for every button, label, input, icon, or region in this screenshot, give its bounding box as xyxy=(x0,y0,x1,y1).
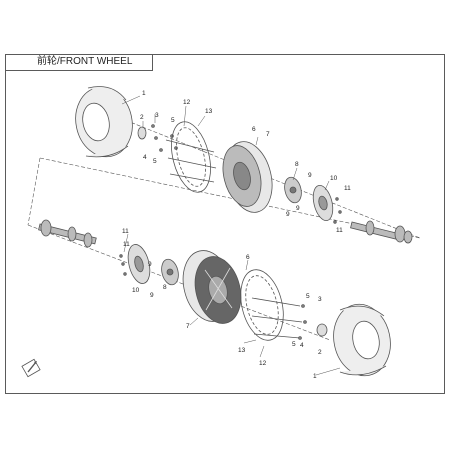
page-title: 前轮/FRONT WHEEL xyxy=(37,56,133,67)
diagram-frame xyxy=(5,54,445,394)
callout-1-upper: 1 xyxy=(142,90,146,97)
callout-4-lower: 4 xyxy=(300,342,304,349)
callout-7-lower: 7 xyxy=(186,323,190,330)
brake-disc-upper xyxy=(312,184,334,222)
direction-arrow-icon xyxy=(21,358,41,378)
callout-5-lower-b: 5 xyxy=(292,341,296,348)
callout-8-upper: 8 xyxy=(295,161,299,168)
callout-10-lower: 10 xyxy=(132,287,140,294)
disc-bolts-upper xyxy=(333,197,342,224)
wheel-hub-upper xyxy=(284,176,302,204)
bolts-lower xyxy=(251,297,303,339)
drive-shaft-upper xyxy=(350,220,413,244)
callout-5-upper-b: 5 xyxy=(171,117,175,124)
callout-9-lower-b: 9 xyxy=(150,292,154,299)
callout-12-upper: 12 xyxy=(183,99,191,106)
callout-5-upper-a: 5 xyxy=(153,158,157,165)
callout-13-upper: 13 xyxy=(205,108,213,115)
assembly-axis-lines xyxy=(27,117,421,341)
callout-12-lower: 12 xyxy=(259,360,267,367)
callout-3-upper: 3 xyxy=(155,112,159,119)
rim-upper xyxy=(222,141,273,213)
callout-9-lower-a: 9 xyxy=(148,261,152,268)
callout-2-upper: 2 xyxy=(140,114,144,121)
brake-disc-lower xyxy=(127,244,151,284)
tire-lower xyxy=(333,303,391,377)
callout-11-lower-a: 11 xyxy=(122,228,129,235)
callout-1-lower: 1 xyxy=(313,373,317,380)
callout-9-upper-a: 9 xyxy=(308,172,312,179)
disc-bolts-lower xyxy=(119,254,127,276)
callout-7-upper: 7 xyxy=(266,131,270,138)
tire-upper xyxy=(75,86,133,158)
callout-8-lower: 8 xyxy=(163,284,167,291)
callout-6-upper: 6 xyxy=(252,126,256,133)
callout-10-upper: 10 xyxy=(330,175,338,182)
nuts-lower xyxy=(298,304,307,340)
callout-3-lower: 3 xyxy=(318,296,322,303)
callout-6-lower: 6 xyxy=(246,254,250,261)
beadlock-ring-upper xyxy=(171,121,211,193)
bolts-upper xyxy=(165,139,217,183)
callout-5-lower-a: 5 xyxy=(306,293,310,300)
callout-labels: 1 2 3 4 5 5 12 13 6 7 8 9 9 9 10 11 11 1… xyxy=(122,90,351,380)
nuts-upper xyxy=(151,124,178,152)
hub-nut-lower xyxy=(316,323,328,337)
title-box: 前轮/FRONT WHEEL xyxy=(5,54,153,71)
drive-shaft-lower xyxy=(38,219,97,248)
callout-11-upper-a: 11 xyxy=(344,185,351,192)
wheel-hub-lower xyxy=(161,258,179,286)
callout-4-upper: 4 xyxy=(143,154,147,161)
rim-lower xyxy=(182,250,242,324)
callout-2-lower: 2 xyxy=(318,349,322,356)
beadlock-ring-lower xyxy=(240,269,284,341)
hub-nut-upper xyxy=(137,126,147,140)
callout-11-lower-b: 11 xyxy=(123,241,130,248)
callout-9-upper-b: 9 xyxy=(286,211,290,218)
callout-11-upper-b: 11 xyxy=(336,227,343,234)
leader-lines xyxy=(121,95,341,376)
callout-13-lower: 13 xyxy=(238,347,246,354)
callout-9-upper-c: 9 xyxy=(296,205,300,212)
